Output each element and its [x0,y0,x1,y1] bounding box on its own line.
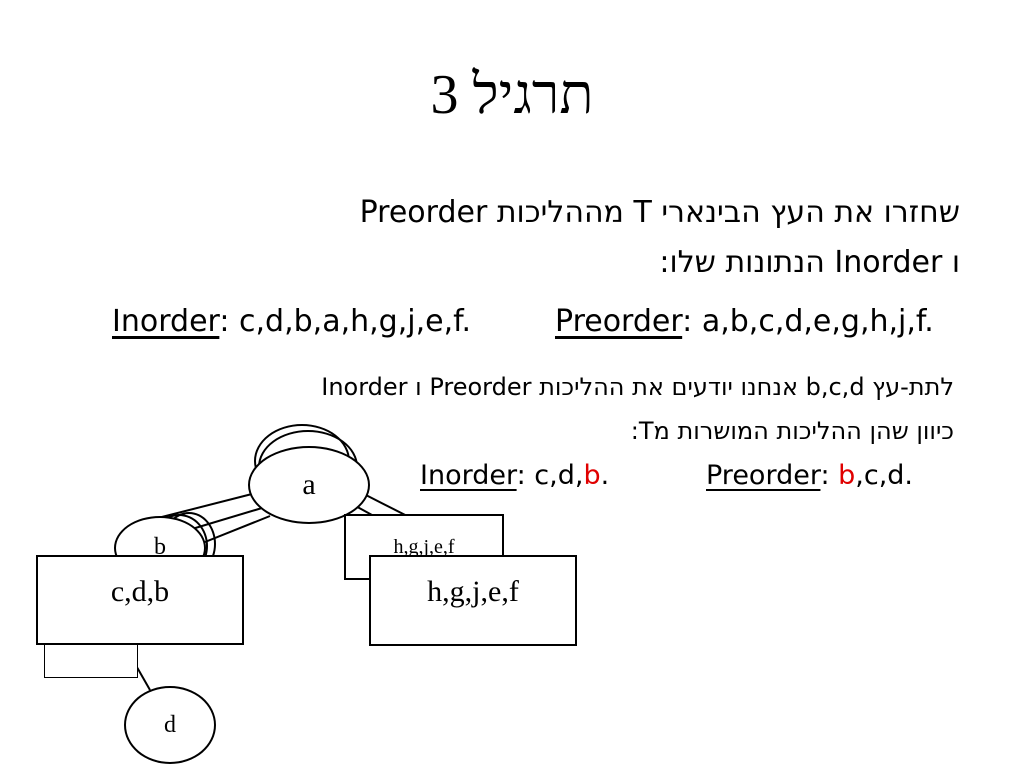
inorder-value: c,d,b,a,h,g,j,e,f. [239,304,472,339]
slide-title: תרגיל 3 [430,64,594,126]
subtree-note-line-2: כיוון שהן ההליכות המושרות מT: [630,417,954,445]
inorder-traversal: Inorder: c,d,b,a,h,g,j,e,f. [112,302,471,342]
intro-line-1: שחזרו את העץ הבינארי T מההליכות Preorder [359,195,960,230]
tree-node-root: a [248,446,370,524]
preorder-separator: : [682,304,702,339]
inorder-separator: : [219,304,239,339]
left-subtree-back-box [44,640,138,678]
inorder-label: Inorder [112,304,220,339]
preorder-value: a,b,c,d,e,g,h,j,f. [701,304,934,339]
sub-preorder-highlight: b [838,460,856,491]
sub-inorder-highlight: b [583,460,601,491]
sub-inorder-separator: : [516,460,535,491]
right-subtree-box: h,g,j,e,f [369,555,577,646]
sub-preorder-traversal: Preorder: b,c,d. [706,458,913,494]
sub-inorder-traversal: Inorder: c,d,b. [420,458,609,494]
left-subtree-box: c,d,b [36,555,244,645]
preorder-traversal: Preorder: a,b,c,d,e,g,h,j,f. [555,302,934,342]
sub-preorder-separator: : [820,460,839,491]
sub-preorder-label: Preorder [706,460,821,491]
sub-inorder-suffix: . [600,460,610,491]
preorder-label: Preorder [555,304,683,339]
tree-node-d: d [124,686,216,764]
subtree-note-line-1: לתת-עץ b,c,d אנחנו יודעים את ההליכות Pre… [321,373,954,401]
sub-preorder-rest: ,c,d. [855,460,914,491]
intro-line-2: ו Inorder הנתונות שלו: [659,245,960,280]
sub-inorder-prefix: c,d, [534,460,584,491]
sub-inorder-label: Inorder [420,460,517,491]
